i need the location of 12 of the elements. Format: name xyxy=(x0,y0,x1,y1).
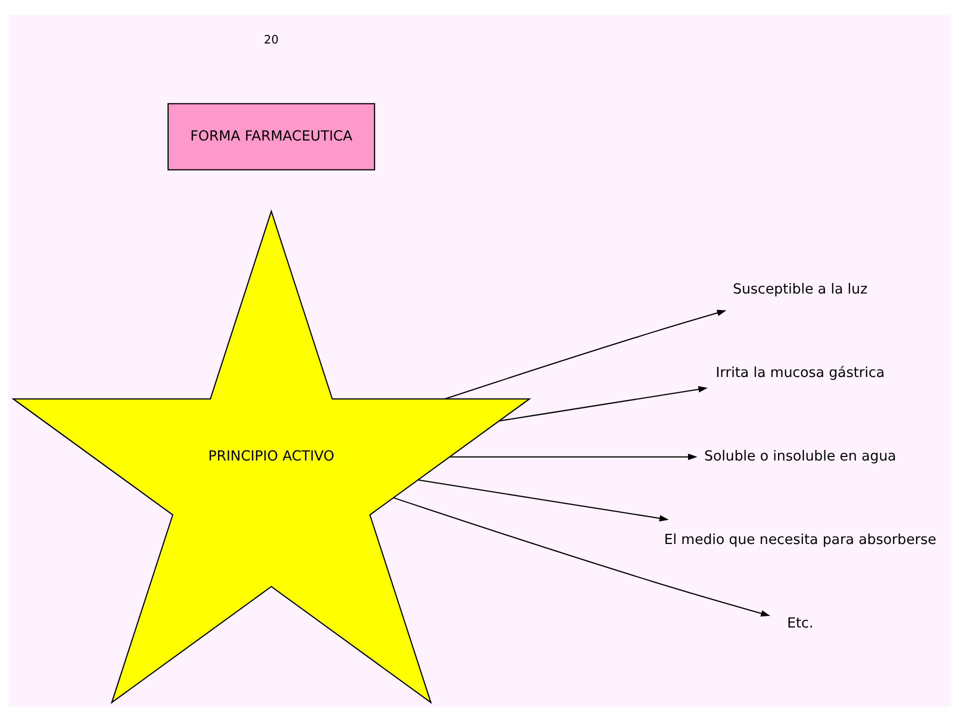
arrow xyxy=(450,454,698,460)
arrow xyxy=(393,497,770,617)
node-box: FORMA FARMACEUTICA xyxy=(168,103,376,170)
node-text: El medio que necesita para absorberse xyxy=(664,532,936,548)
node-text: Soluble o insoluble en agua xyxy=(704,448,896,464)
label: 20 xyxy=(264,32,279,46)
node-text: Susceptible a la luz xyxy=(732,281,868,298)
arrow xyxy=(499,386,708,422)
arrow xyxy=(445,310,726,400)
node-text: Etc. xyxy=(787,616,814,632)
node-text: Irrita la mucosa gástrica xyxy=(716,364,885,381)
arrow xyxy=(418,479,669,522)
